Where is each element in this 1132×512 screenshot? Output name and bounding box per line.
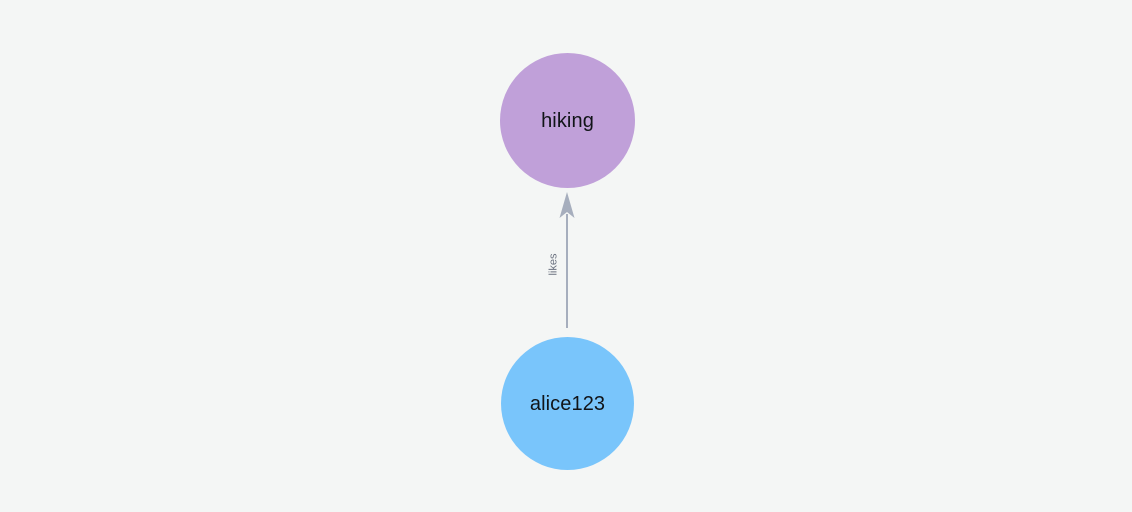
edge-arrowhead-icon [559, 192, 575, 218]
graph-node-label: hiking [541, 109, 594, 132]
edge-label-likes: likes [547, 253, 560, 276]
graph-node-alice123[interactable]: alice123 [501, 337, 634, 470]
graph-node-hiking[interactable]: hiking [500, 53, 635, 188]
graph-node-label: alice123 [529, 392, 606, 415]
